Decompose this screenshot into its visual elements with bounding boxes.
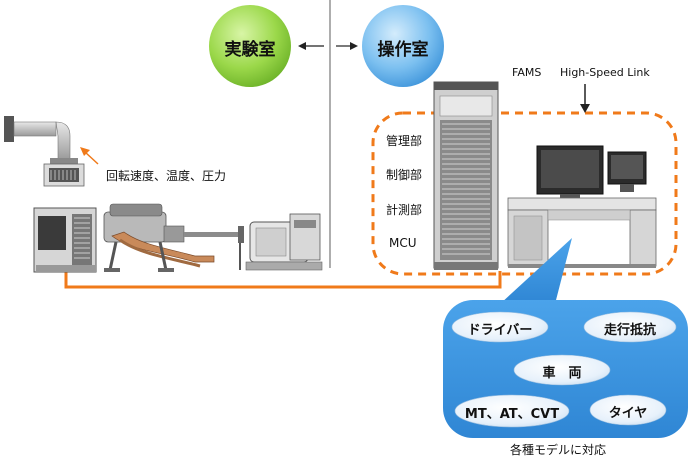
model-label-driver: ドライバー — [467, 323, 533, 338]
model-ellipse-driver — [451, 311, 549, 343]
drive-shaft-icon — [184, 226, 244, 270]
model-label-transmission: MT、AT、CVT — [464, 407, 560, 422]
section-management: 管理部 — [386, 134, 423, 148]
exhaust-pipe-icon — [4, 116, 85, 187]
fams-label: FAMS — [512, 66, 542, 79]
model-ellipse-running-resistance — [583, 311, 677, 343]
section-mcu: MCU — [389, 236, 417, 250]
control-system-boundary — [371, 111, 678, 276]
model-ellipse-tire — [589, 394, 667, 426]
model-label-vehicle: 車 両 — [542, 366, 582, 381]
bidirectional-arrow-icon — [298, 42, 358, 50]
lab-room-circle — [209, 5, 291, 87]
control-room-circle — [362, 5, 444, 87]
model-ellipse-vehicle — [513, 354, 611, 386]
rack-server-icon — [433, 81, 499, 270]
high-speed-link-label: High-Speed Link — [560, 66, 650, 79]
model-ellipse-transmission — [454, 394, 570, 428]
sensor-label: 回転速度、温度、圧力 — [106, 169, 227, 183]
down-arrow-icon — [580, 84, 590, 113]
section-control: 制御部 — [386, 168, 423, 182]
models-caption: 各種モデルに対応 — [510, 443, 607, 457]
lab-control-box-icon — [33, 207, 97, 273]
signal-cable — [64, 271, 502, 289]
engine-icon — [103, 203, 215, 272]
lab-room-label: 実験室 — [224, 40, 276, 60]
model-label-tire: タイヤ — [608, 406, 648, 421]
sensor-arrow-icon — [80, 147, 99, 165]
dynamometer-icon — [245, 213, 323, 271]
operator-desk-icon — [507, 145, 657, 268]
control-room-label: 操作室 — [377, 40, 429, 60]
section-measurement: 計測部 — [386, 203, 423, 217]
model-label-running-resistance: 走行抵抗 — [603, 323, 656, 338]
